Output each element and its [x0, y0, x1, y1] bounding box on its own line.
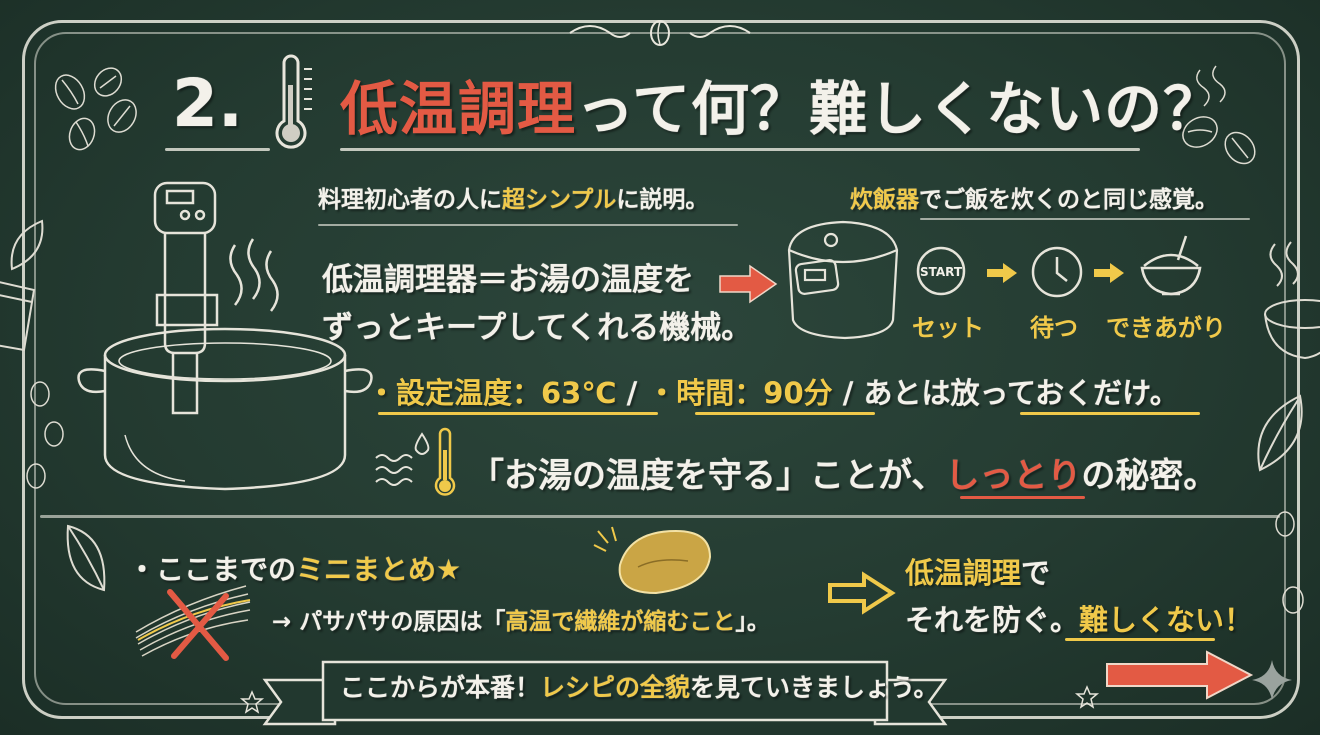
title-highlight: 低温調理 [340, 75, 577, 143]
leaf-icon [66, 524, 106, 592]
thermometer-icon [275, 54, 312, 149]
leaf-icon [1257, 394, 1303, 472]
setting-time: ・時間：90分 [647, 376, 833, 410]
result-underline [1065, 638, 1215, 641]
coffee-beans-icon [1275, 511, 1304, 614]
dry-fibers-crossed-icon [135, 585, 251, 661]
title-rest: って何？難しくないの？ [576, 75, 1223, 143]
leaf-icon [10, 219, 44, 271]
title-underline [165, 148, 270, 151]
title-underline [340, 148, 1140, 151]
secret-highlight: しっとり [945, 456, 1082, 496]
coffee-beans-icon [1182, 65, 1256, 165]
red-arrow-icon [719, 264, 778, 304]
yellow-arrow-icon [828, 571, 896, 615]
summary-heading-highlight: ミニまとめ [296, 553, 437, 586]
intro-left: 料理初心者の人に超シンプルに説明。 [318, 187, 709, 213]
coffee-cup-icon [0, 281, 36, 352]
time-underline [695, 412, 875, 415]
setting-rest-underlined: 放っておくだけ。 [950, 376, 1179, 410]
banner-text: ここからが本番！レシピの全貌を見ていきましょう。 [340, 673, 939, 702]
rice-bowl-icon [1140, 235, 1202, 296]
chicken-breast-illustration [593, 526, 712, 595]
step-label-wait: 待つ [1030, 314, 1078, 342]
yellow-arrow-icon [1094, 263, 1124, 283]
intro-right-underline [920, 218, 1250, 220]
star-outline-icon [239, 690, 265, 714]
setting-temperature: ・設定温度：63℃ [367, 376, 617, 410]
intro-left-highlight: 超シンプル [502, 187, 617, 213]
result-line1: 低温調理で [905, 556, 1051, 590]
coffee-cup-icon [1264, 241, 1320, 360]
definition-line2: ずっとキープしてくれる機械。 [322, 310, 753, 346]
rest-underline [1020, 412, 1200, 415]
water-thermometer-icon [375, 427, 456, 496]
cause-line: → パサパサの原因は「高温で繊維が縮むこと」。 [272, 609, 770, 635]
banner-highlight: 全貌 [640, 673, 691, 702]
start-button-icon: START [916, 246, 966, 296]
result-line2-highlight: 難しくない！ [1079, 603, 1254, 637]
result-line2: それを防ぐ。難しくない！ [905, 603, 1254, 637]
step-label-done: できあがり [1106, 314, 1226, 342]
secret-underline [960, 496, 1085, 499]
clock-icon [1031, 246, 1083, 298]
intro-right-highlight: 炊飯器 [850, 187, 919, 213]
definition-line1: 低温調理器＝お湯の温度を [322, 262, 694, 298]
sparkle-icon [1252, 660, 1292, 700]
svg-text:START: START [920, 265, 963, 279]
secret-row: 「お湯の温度を守る」ことが、しっとりの秘密。 [470, 456, 1218, 496]
settings-row: ・設定温度：63℃ / ・時間：90分 / あとは放っておくだけ。 [367, 376, 1179, 410]
coffee-beans-icon [54, 67, 137, 151]
intro-left-underline [318, 224, 738, 226]
rice-cooker-illustration [787, 220, 899, 340]
intro-right: 炊飯器でご飯を炊くのと同じ感覚。 [850, 187, 1218, 213]
next-arrow-icon [1106, 650, 1254, 700]
top-ornament-icon [569, 20, 751, 46]
step-label-set: セット [912, 314, 984, 342]
star-icon: ★ [436, 553, 462, 586]
section-divider [40, 515, 1280, 518]
cause-highlight: 高温で繊維が縮むこと [505, 609, 736, 635]
result-line1-highlight: 低温調理 [905, 556, 1022, 590]
page-title: 低温調理って何？難しくないの？ [340, 62, 1222, 146]
summary-heading: ・ここまでのミニまとめ★ [128, 553, 462, 586]
coffee-beans-icon [26, 381, 64, 489]
section-number: 2. [172, 65, 243, 142]
sous-vide-pot-illustration [77, 181, 373, 491]
star-outline-icon [1074, 685, 1100, 709]
yellow-arrow-icon [987, 263, 1017, 283]
temp-underline [378, 412, 658, 415]
banner-ribbon [262, 660, 948, 726]
